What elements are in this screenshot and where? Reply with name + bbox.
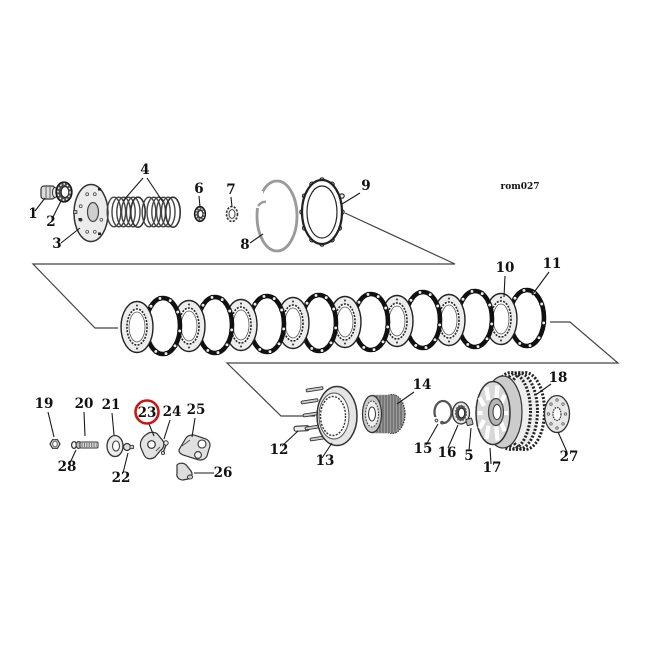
friction-plate xyxy=(120,300,154,354)
part-15-snap-ring xyxy=(433,399,453,426)
callout-8: 8 xyxy=(240,237,249,253)
callout-25: 25 xyxy=(187,402,206,418)
callout-12: 12 xyxy=(270,442,289,458)
callout-15: 15 xyxy=(414,441,433,457)
part-16-bearing xyxy=(451,401,471,425)
callout-21: 21 xyxy=(102,397,121,413)
callout-22: 22 xyxy=(112,470,131,486)
callout-13: 13 xyxy=(316,453,335,469)
callout-28: 28 xyxy=(58,459,77,475)
part-6-retainer-washer xyxy=(193,205,207,223)
callout-3: 3 xyxy=(52,236,61,252)
part-13-clutch-hub xyxy=(300,385,358,447)
part-25-release-arm xyxy=(178,434,211,461)
leader-lines xyxy=(34,177,568,474)
part-14-splined-hub-gear xyxy=(361,393,406,435)
callout-16: 16 xyxy=(438,445,457,461)
part-5-spacer xyxy=(465,417,474,427)
callout-18: 18 xyxy=(549,370,568,386)
callout-24: 24 xyxy=(163,404,182,420)
callout-19: 19 xyxy=(35,396,54,412)
part-2-bearing xyxy=(55,181,73,203)
callout-2: 2 xyxy=(46,214,55,230)
part-9-spring-collar-plate xyxy=(299,177,345,247)
part-3-pressure-plate xyxy=(73,183,109,243)
part-8-retaining-ring xyxy=(251,179,299,253)
callout-9: 9 xyxy=(361,178,370,194)
part-7-spring-washer xyxy=(225,205,239,223)
callout-6: 6 xyxy=(194,181,203,197)
assembly-connectors xyxy=(31,212,620,417)
figure-code: rom027 xyxy=(500,182,539,192)
part-17-clutch-drum xyxy=(475,371,546,451)
callout-7: 7 xyxy=(226,182,235,198)
callout-26: 26 xyxy=(214,465,233,481)
drum-slots xyxy=(477,385,509,441)
highlight-circle-part-23 xyxy=(134,399,160,425)
part-20-adjusting-screw xyxy=(75,441,99,449)
callout-4: 4 xyxy=(140,162,149,178)
callout-1: 1 xyxy=(28,206,37,222)
callout-11: 11 xyxy=(543,256,562,272)
part-27-release-plate xyxy=(543,394,571,434)
part-23-release-lever xyxy=(139,431,165,460)
part-26-bracket xyxy=(176,462,194,481)
part-19-nut xyxy=(49,439,61,449)
connector-stack-to-lower-assembly xyxy=(225,321,620,417)
callout-5: 5 xyxy=(464,448,473,464)
part-24-pin xyxy=(160,440,169,456)
connector-top-row-to-stack xyxy=(31,212,456,329)
part-22-ball xyxy=(122,442,135,452)
callout-labels: 1 2 3 4 6 7 8 9 10 11 12 13 14 15 16 5 1… xyxy=(28,162,578,486)
callout-20: 20 xyxy=(75,396,94,412)
callout-17: 17 xyxy=(483,460,502,476)
callout-27: 27 xyxy=(560,449,579,465)
callout-23: 23 xyxy=(138,405,157,421)
callout-14: 14 xyxy=(413,377,432,393)
part-21-washer xyxy=(106,434,124,458)
callout-10: 10 xyxy=(496,260,515,276)
part-1-adjuster-nut xyxy=(40,185,58,200)
